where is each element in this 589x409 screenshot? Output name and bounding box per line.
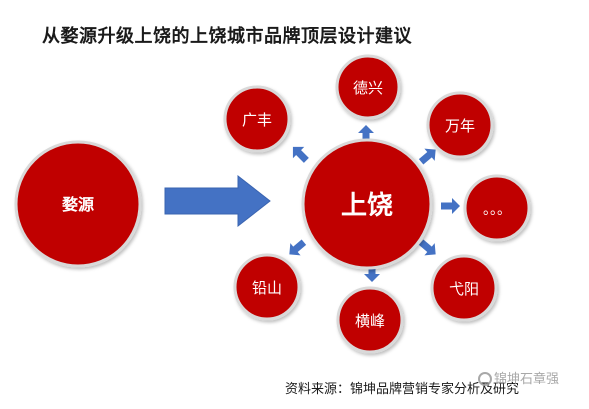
arrow-heng-feng-icon: [364, 263, 380, 282]
wechat-icon: [478, 372, 492, 386]
node-guang-feng-label: 广丰: [242, 111, 272, 129]
node-wan-nian: 万年: [426, 91, 494, 159]
arrow-de-xing-icon: [358, 125, 374, 144]
big-arrow-icon: [164, 174, 271, 228]
node-guang-feng: 广丰: [223, 85, 291, 153]
page-title: 从婺源升级上饶的上饶城市品牌顶层设计建议: [42, 26, 412, 47]
arrow-yan-shan-icon: [289, 239, 307, 256]
node-shang-rao: 上饶: [301, 138, 433, 270]
node-heng-feng-label: 横峰: [355, 312, 385, 330]
node-yi-yang: 弋阳: [430, 254, 498, 322]
node-ellipsis: 。。。: [463, 174, 531, 242]
node-yi-yang-label: 弋阳: [449, 280, 479, 298]
watermark: 锦坤石章强: [478, 368, 559, 387]
arrow-ellipsis-icon: [441, 198, 460, 214]
node-wu-yuan-label: 婺源: [61, 195, 94, 214]
node-yan-shan: 铅山: [233, 253, 301, 321]
watermark-label: 锦坤石章强: [494, 372, 560, 387]
node-wan-nian-label: 万年: [445, 117, 475, 135]
node-heng-feng: 横峰: [336, 286, 404, 354]
node-de-xing-label: 德兴: [353, 79, 383, 97]
node-yan-shan-label: 铅山: [252, 279, 282, 297]
source-note: 资料来源：锦坤品牌营销专家分析及研究: [285, 382, 520, 397]
node-wu-yuan: 婺源: [14, 140, 142, 268]
arrow-guang-feng-icon: [292, 146, 309, 163]
node-shang-rao-label: 上饶: [341, 191, 393, 221]
arrow-wan-nian-icon: [418, 148, 436, 165]
arrow-yi-yang-icon: [418, 239, 436, 256]
node-ellipsis-label: 。。。: [483, 202, 511, 218]
node-de-xing: 德兴: [335, 54, 401, 120]
